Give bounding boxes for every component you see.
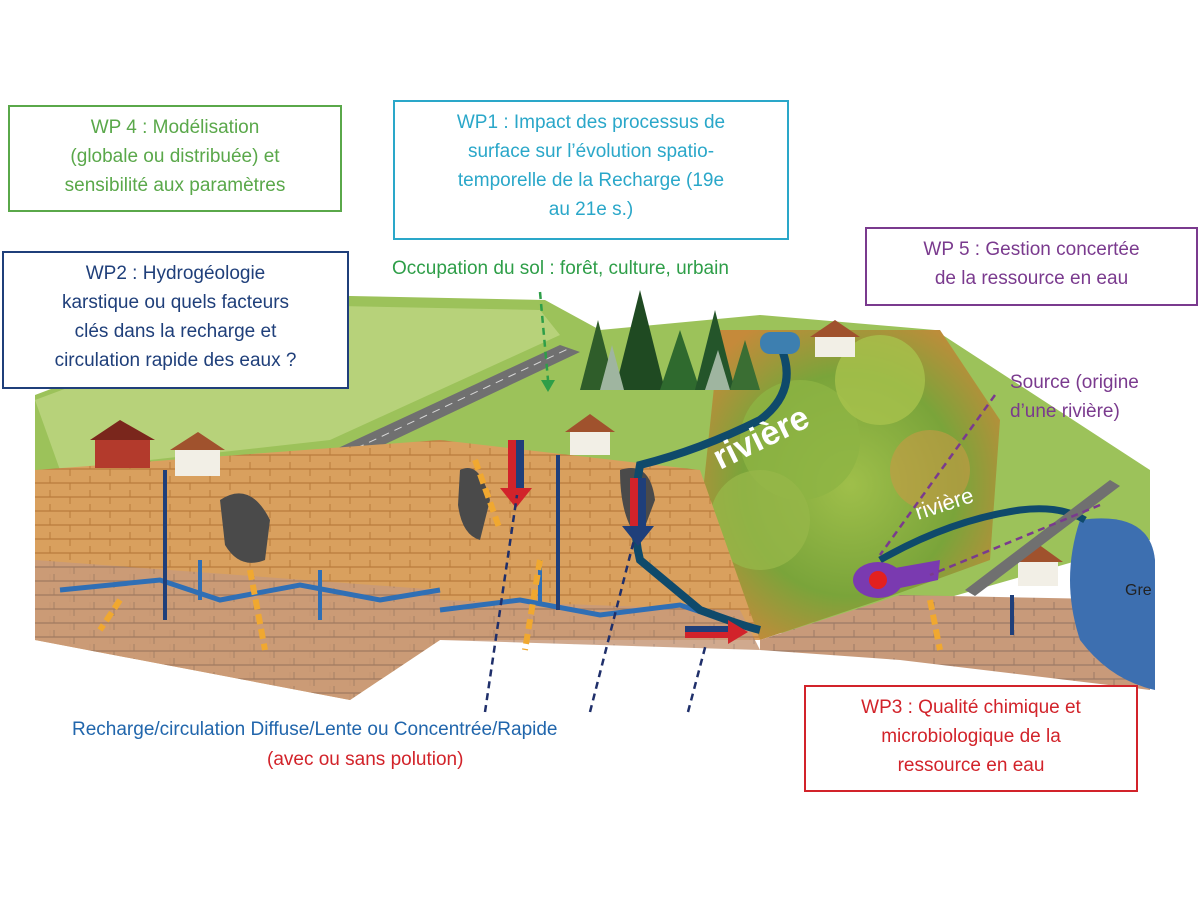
river-upper xyxy=(631,343,791,634)
pollution-label: (avec ou sans polution) xyxy=(267,749,464,770)
rock-block-right xyxy=(760,595,1150,690)
source-label: Source (origine d’une rivière) xyxy=(1010,372,1139,422)
house-icon xyxy=(810,320,860,357)
arrow-down-icon xyxy=(622,478,654,546)
land-use-label: Occupation du sol : forêt, culture, urba… xyxy=(392,258,729,279)
river-lower xyxy=(878,505,1087,564)
house-icon xyxy=(565,414,615,455)
recharge-label: Recharge/circulation Diffuse/Lente ou Co… xyxy=(72,719,558,740)
wp5-box: WP 5 : Gestion concertée de la ressource… xyxy=(865,227,1198,306)
house-icon xyxy=(170,432,225,476)
edge-label: Gre xyxy=(1125,582,1152,599)
tree-icon xyxy=(580,290,760,390)
spring-icon xyxy=(853,560,940,598)
lake xyxy=(1070,518,1155,690)
wp1-box: WP1 : Impact des processus de surface su… xyxy=(393,100,789,240)
wp3-box: WP3 : Qualité chimique et microbiologiqu… xyxy=(804,685,1138,792)
house-icon xyxy=(90,420,155,468)
arrow-right-icon xyxy=(685,620,748,644)
wp2-box: WP2 : Hydrogéologie karstique ou quels f… xyxy=(2,251,349,389)
wp4-box: WP 4 : Modélisation (globale ou distribu… xyxy=(8,105,342,212)
